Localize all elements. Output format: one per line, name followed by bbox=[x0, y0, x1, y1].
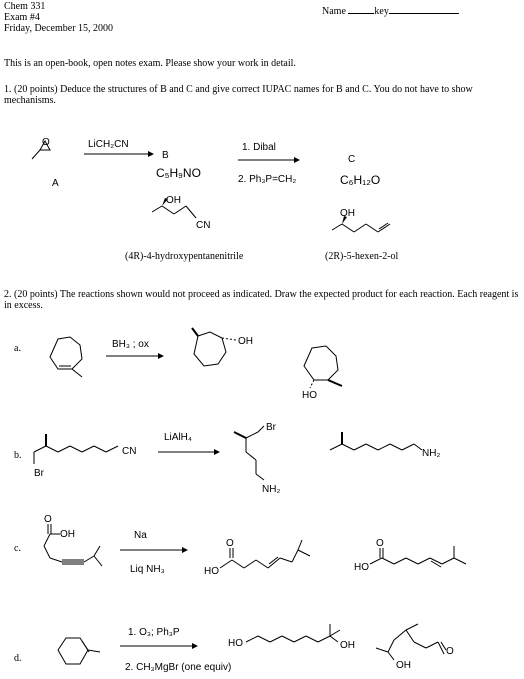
structure-B: OH CN bbox=[151, 195, 210, 231]
reaction-arrow-d bbox=[120, 643, 198, 649]
reaction-arrow-1 bbox=[84, 151, 154, 157]
reaction-arrow-2 bbox=[238, 157, 300, 163]
name-field: Name key bbox=[322, 4, 459, 17]
expected-product-b: NH₂ bbox=[329, 432, 440, 459]
atom-O: O bbox=[376, 538, 384, 549]
atom-OH: OH bbox=[396, 660, 411, 671]
atom-OH: OH bbox=[340, 640, 355, 651]
reagent-c-2: Liq NH₃ bbox=[130, 564, 165, 575]
iupac-name-C: (2R)-5-hexen-2-ol bbox=[325, 251, 399, 262]
atom-OH: OH bbox=[166, 195, 181, 206]
exam-instructions: This is an open-book, open notes exam. P… bbox=[4, 58, 296, 69]
reactant-b: Br CN bbox=[33, 434, 136, 479]
formula-C: C₆H₁₂O bbox=[340, 173, 381, 187]
atom-O: O bbox=[446, 646, 454, 657]
name-blank-right bbox=[388, 4, 459, 14]
atom-NH2: NH₂ bbox=[262, 484, 280, 495]
reagent-step-2b: 2. Ph₃P=CH₂ bbox=[238, 174, 297, 185]
atom-HO: HO bbox=[302, 390, 317, 401]
structure-C: OH bbox=[331, 208, 391, 233]
reagent-b: LiAlH₄ bbox=[164, 432, 192, 443]
atom-O: O bbox=[44, 514, 52, 525]
atom-NH2: NH₂ bbox=[422, 448, 440, 459]
question-1-prompt: 1. (20 points) Deduce the structures of … bbox=[4, 84, 473, 106]
exam-date: Friday, December 15, 2000 bbox=[4, 23, 114, 34]
atom-Br: Br bbox=[34, 468, 45, 479]
course-title: Chem 331 bbox=[4, 1, 46, 12]
atom-OH: OH bbox=[238, 336, 253, 347]
exam-number: Exam #4 bbox=[4, 12, 40, 23]
atom-OH: OH bbox=[340, 208, 355, 219]
wedge-bond bbox=[162, 198, 168, 206]
wrong-product-c: O HO bbox=[204, 538, 311, 577]
label-B: B bbox=[162, 150, 169, 161]
reaction-arrow-a bbox=[106, 353, 164, 359]
question-2-prompt: 2. (20 points) The reactions shown would… bbox=[4, 289, 519, 311]
reagent-step-2a: 1. Dibal bbox=[242, 142, 276, 153]
expected-product-c: O HO bbox=[354, 538, 467, 573]
atom-HO: HO bbox=[354, 562, 369, 573]
atom-CN: CN bbox=[122, 446, 136, 457]
part-a-label: a. bbox=[14, 343, 21, 354]
label-C: C bbox=[348, 154, 356, 165]
part-c-label: c. bbox=[14, 543, 21, 554]
reactant-a-methylcycloheptene bbox=[49, 336, 83, 378]
reagent-step-1: LiCH₂CN bbox=[88, 139, 129, 150]
reaction-arrow-c bbox=[120, 547, 188, 553]
reactant-d-methylcyclohexene bbox=[57, 637, 101, 665]
formula-B: C₅H₉NO bbox=[156, 166, 201, 180]
reagent-d-2: 2. CH₃MgBr (one equiv) bbox=[125, 662, 232, 673]
atom-HO: HO bbox=[204, 566, 219, 577]
part-b-label: b. bbox=[14, 450, 22, 461]
name-blank-left bbox=[348, 4, 375, 14]
epoxide-A-structure: O bbox=[31, 137, 51, 160]
wrong-product-b: Br NH₂ bbox=[233, 422, 280, 495]
name-label: Name bbox=[322, 6, 346, 17]
wrong-product-a: OH bbox=[191, 327, 253, 367]
atom-Br: Br bbox=[266, 422, 277, 433]
reagent-d-1: 1. O₃; Ph₃P bbox=[128, 627, 180, 638]
expected-product-a: HO bbox=[302, 345, 343, 401]
expected-product-d: O OH bbox=[375, 623, 454, 671]
atom-HO: HO bbox=[228, 638, 243, 649]
reagent-c-1: Na bbox=[134, 530, 147, 541]
part-d-label: d. bbox=[14, 653, 22, 664]
name-value: key bbox=[374, 6, 389, 17]
atom-O: O bbox=[226, 538, 234, 549]
atom-OH: OH bbox=[60, 529, 75, 540]
epoxide-oxygen: O bbox=[42, 137, 50, 148]
reaction-arrow-b bbox=[158, 449, 220, 455]
reactant-c-alkynoic-acid: O OH bbox=[43, 514, 103, 567]
reagent-a: BH₃ ; ox bbox=[112, 339, 149, 350]
label-A: A bbox=[52, 178, 59, 189]
iupac-name-B: (4R)-4-hydroxypentanenitrile bbox=[125, 251, 244, 262]
atom-CN: CN bbox=[196, 220, 210, 231]
wrong-product-d: HO OH bbox=[228, 624, 355, 651]
